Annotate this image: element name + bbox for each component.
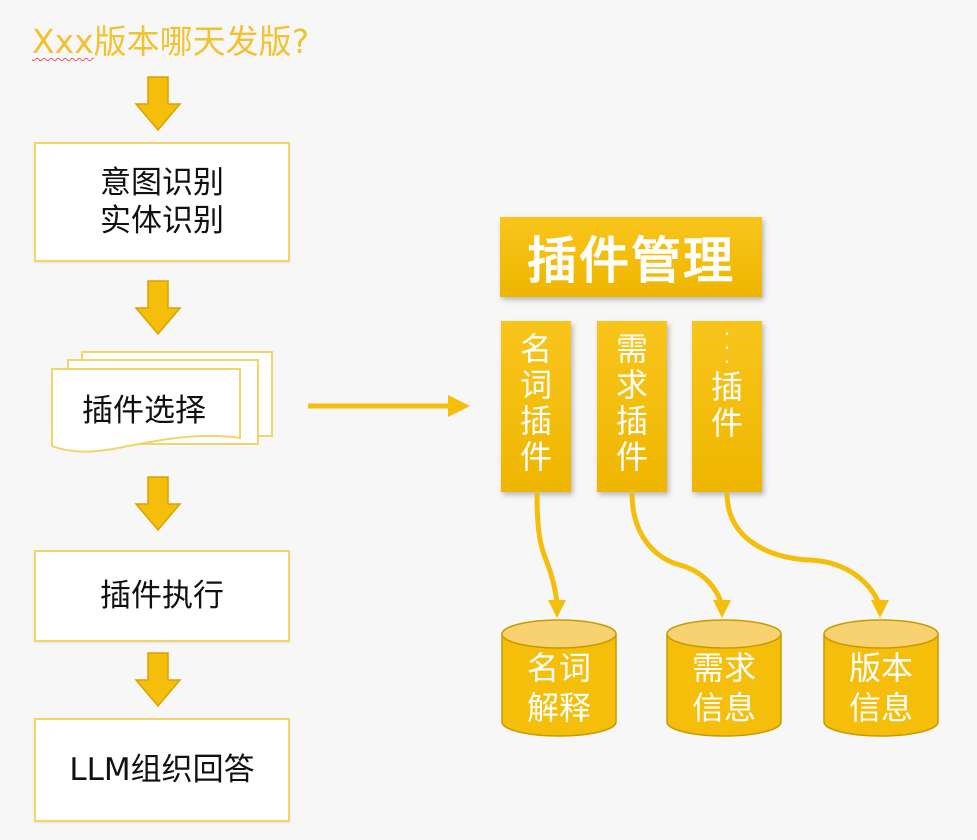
datastore-requirement-info: 需求 信息: [666, 648, 782, 728]
plugin-term: 名 词 插 件: [501, 321, 571, 492]
datastore-line: 解释: [526, 689, 591, 727]
step-line: 插件选择: [82, 393, 206, 429]
step-line: 实体识别: [100, 203, 224, 239]
plugin-char: 名: [519, 330, 552, 368]
plugin-char: 插: [710, 368, 743, 406]
plugin-char: ·: [723, 350, 731, 374]
user-question: Xxx版本哪天发版?: [32, 22, 309, 62]
datastore-term-explanation: 名词 解释: [501, 648, 617, 728]
step-line: 意图识别: [100, 165, 224, 201]
plugin-char: 词: [519, 366, 552, 404]
plugin-other: · · · 插 件: [692, 321, 762, 492]
plugin-char: 插: [519, 402, 552, 440]
plugin-char: 件: [615, 438, 648, 476]
arrowhead-icon: [548, 600, 566, 618]
step-plugin-selection: 插件选择: [54, 378, 234, 444]
arrowhead-icon: [713, 600, 731, 618]
plugin-char: 插: [615, 402, 648, 440]
connector-curve: [629, 492, 725, 607]
down-arrow-icon: [134, 476, 182, 532]
datastore-version-info: 版本 信息: [823, 648, 939, 728]
plugin-char: 件: [710, 404, 743, 442]
question-text: 版本哪天发版?: [93, 22, 310, 61]
plugin-manager-title: 插件管理: [500, 217, 762, 297]
plugin-requirement: 需 求 插 件: [597, 321, 667, 492]
datastore-line: 信息: [691, 689, 756, 727]
database-icon: [666, 619, 782, 737]
step-plugin-selection-shape: [51, 351, 273, 453]
step-llm-answer: LLM组织回答: [34, 718, 290, 822]
down-arrow-icon: [134, 76, 182, 132]
datastore-line: 名词: [526, 649, 591, 687]
database-icon: [823, 619, 939, 737]
step-plugin-execution: 插件执行: [34, 550, 290, 642]
datastore-line: 版本: [848, 649, 913, 687]
down-arrow-icon: [134, 280, 182, 336]
step-line: 插件执行: [100, 578, 224, 614]
plugin-char: ·: [723, 322, 731, 346]
connector-curve: [534, 492, 560, 607]
plugin-char: 求: [615, 366, 648, 404]
datastore-line: 需求: [691, 649, 756, 687]
datastore-line: 信息: [848, 689, 913, 727]
connector-curve: [724, 492, 883, 607]
right-arrow-icon: [308, 395, 470, 417]
database-icon: [501, 619, 617, 737]
down-arrow-icon: [134, 652, 182, 708]
step-line: LLM组织回答: [69, 752, 255, 788]
plugin-char: ·: [723, 336, 731, 360]
arrowhead-icon: [871, 600, 889, 618]
question-prefix: Xxx: [32, 22, 94, 61]
step-intent-entity-recognition: 意图识别 实体识别: [34, 142, 290, 262]
plugin-char: 需: [615, 330, 648, 368]
plugin-char: 件: [519, 438, 552, 476]
